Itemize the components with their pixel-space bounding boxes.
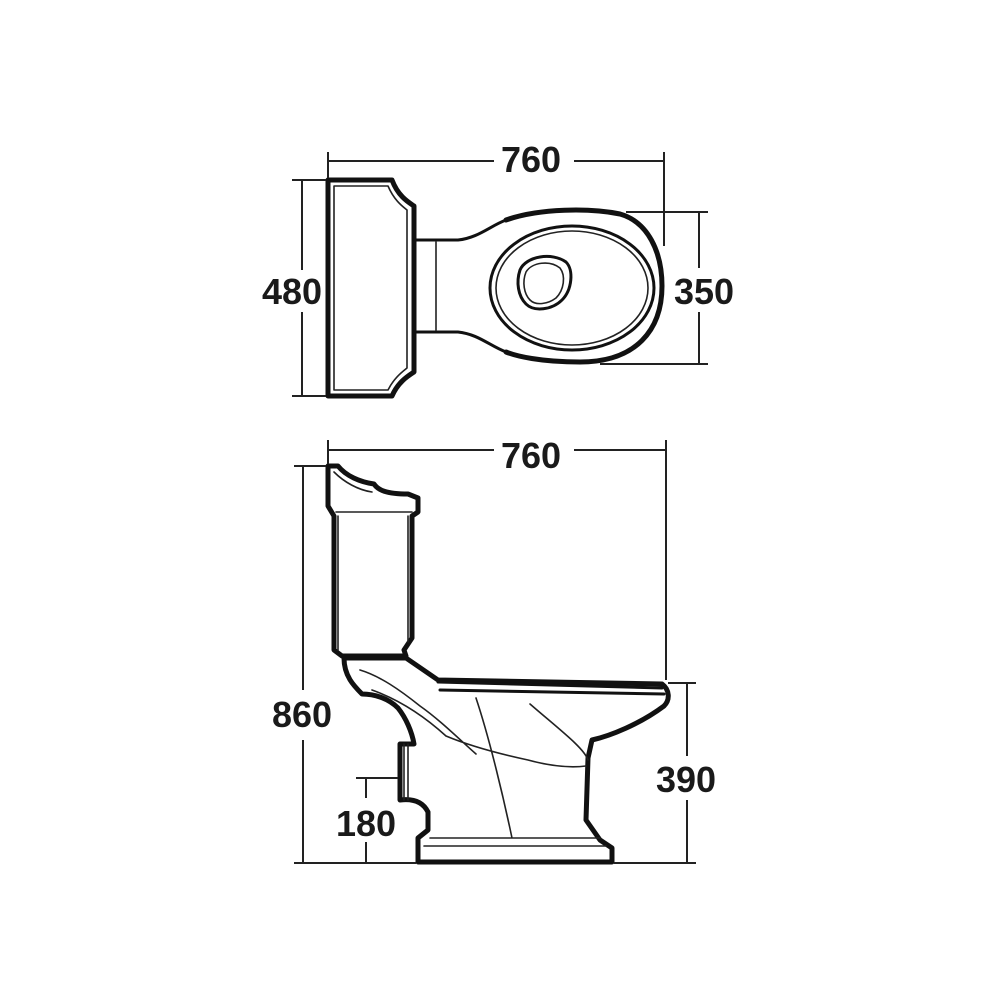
plan-bowl-outline [503, 207, 665, 365]
dim-side-outlet-height: 180 [336, 777, 398, 863]
plan-view: 760 480 350 [262, 139, 734, 399]
side-pan-details [359, 669, 607, 847]
side-cistern-outline [325, 463, 421, 659]
plan-bowl-rim [488, 224, 656, 352]
dim-top-depth: 480 [262, 179, 326, 397]
dim-side-width: 760 [327, 435, 667, 680]
side-outlet-details [403, 743, 409, 801]
side-view: 760 860 390 180 [272, 435, 716, 865]
label-top-bowl-width: 350 [674, 271, 734, 312]
plan-bowl-opening [516, 254, 573, 311]
dim-side-height: 860 [272, 465, 416, 864]
side-seat [436, 680, 666, 696]
label-side-height: 860 [272, 694, 332, 735]
plan-cistern-outline [325, 177, 417, 399]
label-side-pan-height: 390 [656, 759, 716, 800]
label-side-outlet-height: 180 [336, 803, 396, 844]
plan-bowl-opening-inner [523, 262, 565, 305]
dim-top-bowl-width: 350 [600, 211, 734, 365]
plan-cistern-inner [333, 185, 408, 391]
plan-bowl-rim-inner [495, 230, 649, 346]
label-top-width: 760 [501, 139, 561, 180]
side-cistern-details [333, 471, 413, 651]
plan-neck [412, 218, 508, 354]
dim-side-pan-height: 390 [614, 682, 716, 864]
label-top-depth: 480 [262, 271, 322, 312]
dim-top-width: 760 [327, 139, 665, 246]
side-pan-outline [341, 655, 671, 865]
label-side-width: 760 [501, 435, 561, 476]
